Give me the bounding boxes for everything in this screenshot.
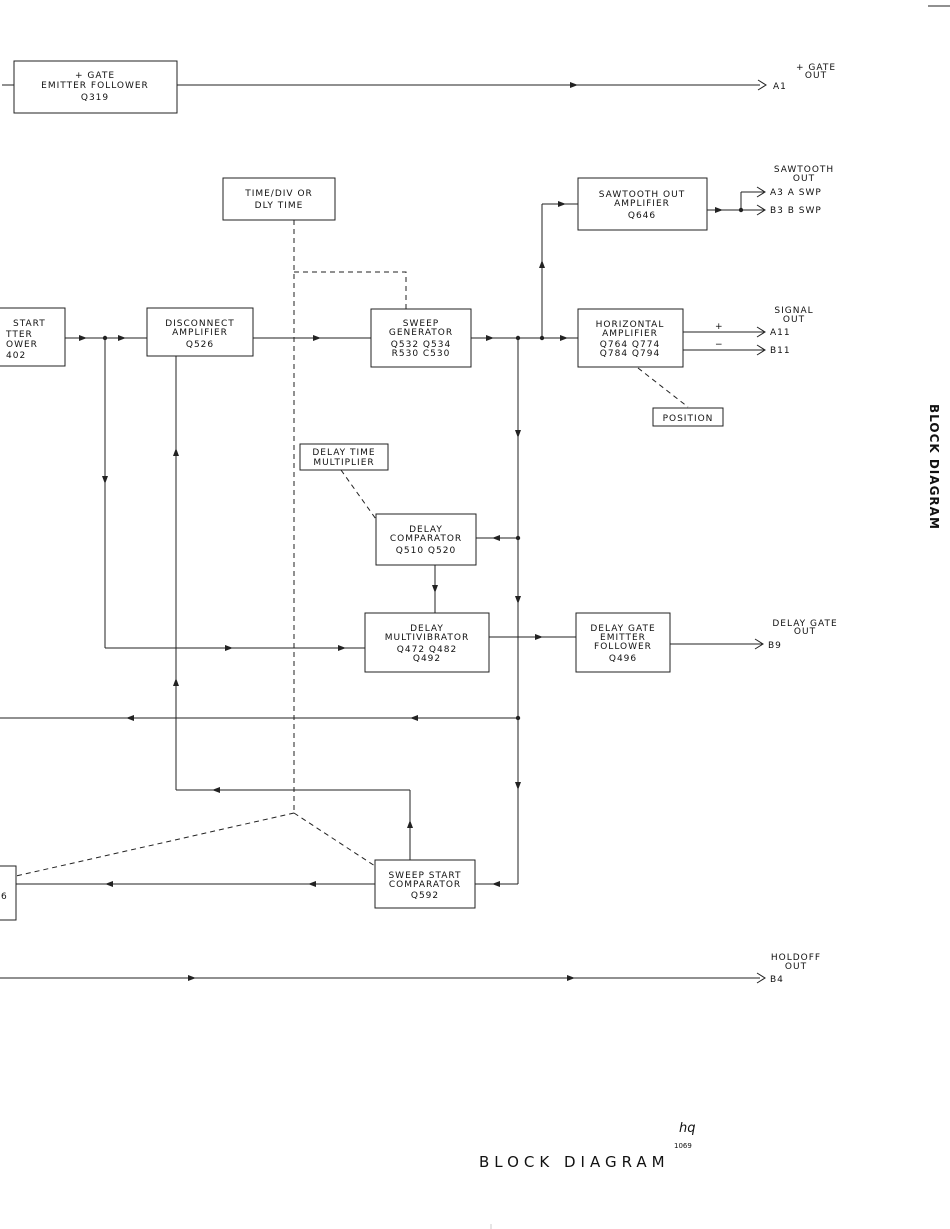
svg-text:DELAY: DELAY <box>409 525 443 535</box>
drawing-date: 1069 <box>674 1142 692 1150</box>
svg-text:POSITION: POSITION <box>663 414 714 424</box>
box-delay-comparator: DELAY COMPARATOR Q510 Q520 <box>375 513 477 566</box>
svg-text:DISCONNECT: DISCONNECT <box>165 319 235 329</box>
svg-text:Q496: Q496 <box>609 654 637 664</box>
diagram-title: BLOCK DIAGRAM <box>479 1153 670 1171</box>
junction-dots <box>102 207 744 721</box>
side-tab-title: BLOCK DIAGRAM <box>927 404 941 530</box>
svg-text:MULTIPLIER: MULTIPLIER <box>313 458 374 468</box>
box-delay-multivibrator: DELAY MULTIVIBRATOR Q472 Q482 Q492 <box>364 612 490 673</box>
footer: hq 1069 BLOCK DIAGRAM <box>479 1121 696 1171</box>
svg-text:Q472 Q482: Q472 Q482 <box>397 645 457 655</box>
svg-text:Q510 Q520: Q510 Q520 <box>396 546 456 556</box>
svg-text:OWER: OWER <box>6 340 38 350</box>
box-sweep-generator: SWEEP GENERATOR Q532 Q534 R530 C530 <box>370 308 472 368</box>
box-delay-time-multiplier: DELAY TIME MULTIPLIER <box>299 443 389 471</box>
svg-text:HOLDOFF: HOLDOFF <box>771 953 821 963</box>
svg-text:Q784 Q794: Q784 Q794 <box>600 349 660 359</box>
svg-text:+: + <box>715 322 724 332</box>
arrowheads <box>79 82 723 981</box>
output-connectors <box>754 79 767 984</box>
svg-text:A3 A SWP: A3 A SWP <box>770 188 822 198</box>
svg-text:SIGNAL: SIGNAL <box>774 306 813 316</box>
svg-text:402: 402 <box>6 351 26 361</box>
svg-text:OUT: OUT <box>783 315 805 325</box>
svg-text:B3 B SWP: B3 B SWP <box>770 206 822 216</box>
svg-text:−: − <box>715 340 724 350</box>
svg-text:AMPLIFIER: AMPLIFIER <box>614 199 670 209</box>
drafter-initials: hq <box>679 1121 696 1136</box>
svg-text:Q319: Q319 <box>81 93 109 103</box>
svg-text:MULTIVIBRATOR: MULTIVIBRATOR <box>385 633 469 643</box>
svg-text:Q526: Q526 <box>186 340 214 350</box>
svg-text:SAWTOOTH OUT: SAWTOOTH OUT <box>599 190 685 200</box>
svg-text:DELAY: DELAY <box>410 624 444 634</box>
svg-text:OUT: OUT <box>805 71 827 81</box>
svg-text:OUT: OUT <box>793 174 815 184</box>
svg-text:SWEEP: SWEEP <box>403 319 439 329</box>
box-sweep-start-comparator: SWEEP START COMPARATOR Q592 <box>374 859 476 909</box>
svg-text:6: 6 <box>1 892 8 902</box>
svg-text:+ GATE: + GATE <box>796 63 836 73</box>
svg-text:HORIZONTAL: HORIZONTAL <box>596 320 665 330</box>
output-labels: + GATE OUT A1 SAWTOOTH OUT A3 A SWP B3 B… <box>715 63 837 985</box>
svg-text:DELAY GATE: DELAY GATE <box>772 619 837 629</box>
svg-text:Q764 Q774: Q764 Q774 <box>600 340 660 350</box>
svg-text:START: START <box>13 319 46 329</box>
svg-text:R530 C530: R530 C530 <box>392 349 451 359</box>
svg-text:DELAY GATE: DELAY GATE <box>590 624 655 634</box>
svg-text:Q646: Q646 <box>628 211 656 221</box>
svg-text:OUT: OUT <box>785 962 807 972</box>
box-horizontal-amplifier: HORIZONTAL AMPLIFIER Q764 Q774 Q784 Q794 <box>577 308 684 368</box>
svg-text:FOLLOWER: FOLLOWER <box>594 642 652 652</box>
svg-text:Q532 Q534: Q532 Q534 <box>391 340 451 350</box>
svg-text:COMPARATOR: COMPARATOR <box>389 880 461 890</box>
svg-text:TTER: TTER <box>5 330 33 340</box>
svg-text:EMITTER: EMITTER <box>600 633 646 643</box>
svg-text:SWEEP START: SWEEP START <box>388 871 461 881</box>
box-time-div: TIME/DIV OR DLY TIME <box>222 177 336 221</box>
svg-text:B4: B4 <box>770 975 784 985</box>
box-position: POSITION <box>652 407 724 427</box>
svg-text:COMPARATOR: COMPARATOR <box>390 534 462 544</box>
box-delay-gate-emitter-follower: DELAY GATE EMITTER FOLLOWER Q496 <box>575 612 671 673</box>
box-disconnect-amplifier: DISCONNECT AMPLIFIER Q526 <box>146 307 254 357</box>
svg-text:TIME/DIV OR: TIME/DIV OR <box>244 189 313 199</box>
box-gate-emitter-follower: + GATE EMITTER FOLLOWER Q319 <box>13 60 178 114</box>
svg-text:AMPLIFIER: AMPLIFIER <box>172 328 228 338</box>
svg-text:EMITTER FOLLOWER: EMITTER FOLLOWER <box>41 81 149 91</box>
box-left-partial: 6 <box>0 865 17 921</box>
svg-text:DELAY TIME: DELAY TIME <box>312 448 375 458</box>
svg-text:OUT: OUT <box>794 627 816 637</box>
svg-text:Q492: Q492 <box>413 654 441 664</box>
svg-text:GENERATOR: GENERATOR <box>389 328 453 338</box>
box-start-emitter-follower: START TTER OWER 402 <box>0 307 66 367</box>
svg-text:+ GATE: + GATE <box>75 71 115 81</box>
svg-text:SAWTOOTH: SAWTOOTH <box>774 165 834 175</box>
svg-text:B11: B11 <box>770 346 791 356</box>
svg-text:AMPLIFIER: AMPLIFIER <box>602 329 658 339</box>
svg-text:Q592: Q592 <box>411 891 439 901</box>
svg-text:A11: A11 <box>770 328 791 338</box>
box-sawtooth-amplifier: SAWTOOTH OUT AMPLIFIER Q646 <box>577 177 708 231</box>
svg-text:DLY TIME: DLY TIME <box>255 201 304 211</box>
svg-text:A1: A1 <box>773 82 787 92</box>
svg-text:B9: B9 <box>768 641 782 651</box>
